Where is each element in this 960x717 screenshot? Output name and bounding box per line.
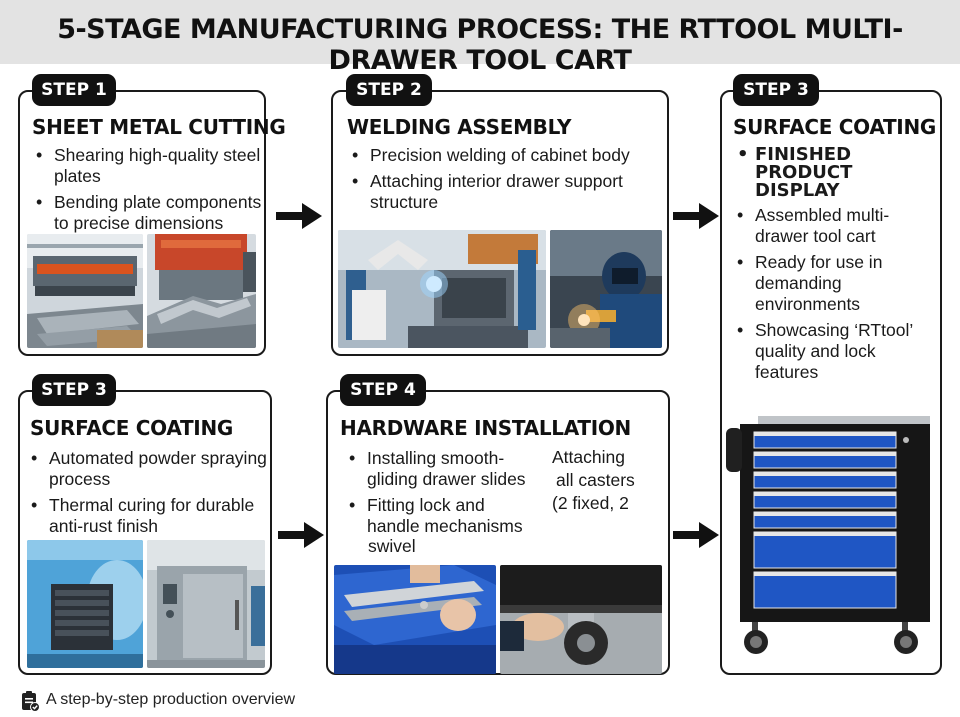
- step-4-extra-casters: all casters: [556, 470, 635, 490]
- step-3-badge: STEP 3: [32, 374, 116, 406]
- step-4-extra-attaching: Attaching: [552, 447, 625, 467]
- step-4-extra-swivel: swivel: [368, 536, 416, 556]
- step-3-top-bullet-4: Showcasing ‘RTtool’ quality and lock fea…: [733, 320, 938, 383]
- step-2-bullet-2: Attaching interior drawer support struct…: [348, 171, 648, 213]
- step-4-heading: HARDWARE INSTALLATION: [340, 416, 631, 440]
- step-1-bullets: Shearing high-quality steel plates Bendi…: [32, 145, 262, 239]
- arrow-hardware-to-finished: [673, 522, 719, 548]
- finished-tool-cart-photo: [722, 410, 936, 660]
- step-3-bullets: Automated powder spraying process Therma…: [27, 448, 267, 542]
- step-4-bullets: Installing smooth-gliding drawer slides …: [345, 448, 541, 542]
- title-bar: 5-STAGE MANUFACTURING PROCESS: THE RTTOO…: [0, 0, 960, 76]
- step-3-top-badge: STEP 3: [733, 74, 819, 106]
- clipboard-check-icon: [22, 691, 40, 712]
- step-3-bullet-1: Automated powder spraying process: [27, 448, 267, 490]
- step-4-bullet-1: Installing smooth-gliding drawer slides: [345, 448, 541, 490]
- step-3-heading: SURFACE COATING: [30, 416, 234, 440]
- step-3-top-bullet-3: Ready for use in demanding environments: [733, 252, 938, 315]
- caster-install-photo: [500, 565, 662, 674]
- page-title: 5-STAGE MANUFACTURING PROCESS: THE RTTOO…: [57, 14, 903, 76]
- powder-spray-booth-photo: [27, 540, 143, 668]
- step-2-bullets: Precision welding of cabinet body Attach…: [348, 145, 648, 218]
- arrow-step2-to-step3: [673, 203, 719, 229]
- shearing-machine-photo: [27, 234, 143, 348]
- drawer-slide-photo: [334, 565, 496, 674]
- step-2-badge: STEP 2: [346, 74, 432, 106]
- arrow-coating-to-hardware: [278, 522, 324, 548]
- step-3-top-bullets: FINISHED PRODUCT DISPLAY Assembled multi…: [733, 146, 938, 388]
- step-3-bullet-2: Thermal curing for durable anti-rust fin…: [27, 495, 267, 537]
- step-1-heading: SHEET METAL CUTTING: [32, 115, 286, 139]
- step-3-finished-display-label: FINISHED PRODUCT DISPLAY: [733, 146, 938, 200]
- step-2-heading: WELDING ASSEMBLY: [347, 115, 572, 139]
- step-1-bullet-1: Shearing high-quality steel plates: [32, 145, 262, 187]
- step-4-bullet-2: Fitting lock and handle mechanisms: [345, 495, 541, 537]
- robotic-welding-photo: [338, 230, 546, 348]
- step-1-badge: STEP 1: [32, 74, 116, 106]
- press-brake-photo: [147, 234, 256, 348]
- step-1-bullet-2: Bending plate components to precise dime…: [32, 192, 262, 234]
- curing-oven-photo: [147, 540, 265, 668]
- step-3-top-bullet-2: Assembled multi-drawer tool cart: [733, 205, 938, 247]
- manual-welding-photo: [550, 230, 662, 348]
- step-2-bullet-1: Precision welding of cabinet body: [348, 145, 648, 166]
- step-3-top-heading: SURFACE COATING: [733, 115, 937, 139]
- footer-caption: A step-by-step production overview: [46, 691, 296, 708]
- step-4-extra-fixed: (2 fixed, 2: [552, 493, 629, 513]
- arrow-step1-to-step2: [276, 203, 322, 229]
- step-4-badge: STEP 4: [340, 374, 426, 406]
